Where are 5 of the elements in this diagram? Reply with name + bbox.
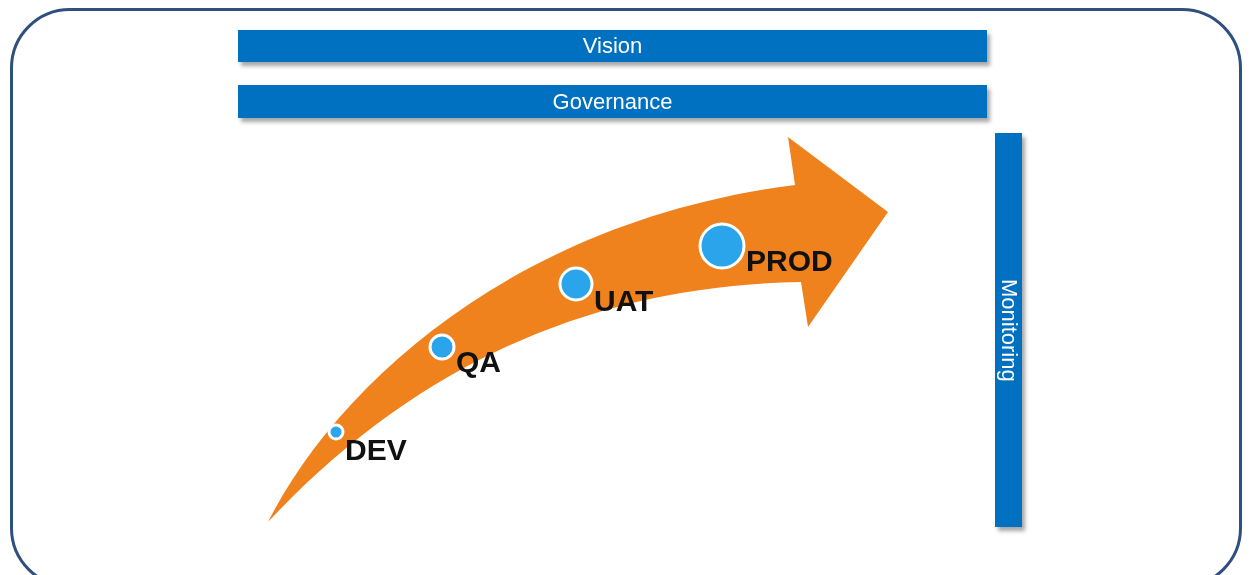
- monitoring-bar: Monitoring: [995, 133, 1022, 527]
- stage-label: PROD: [746, 246, 833, 276]
- governance-bar: Governance: [238, 85, 987, 118]
- vision-bar: Vision: [238, 30, 987, 62]
- stage-label: DEV: [345, 435, 407, 465]
